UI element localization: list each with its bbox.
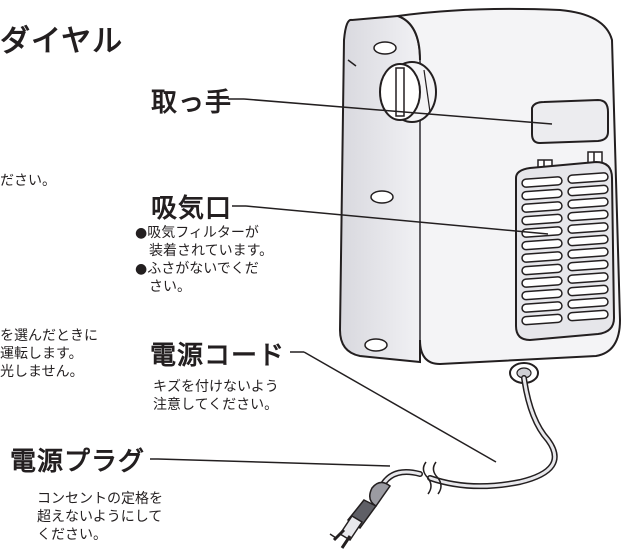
screw-hole-mid — [370, 190, 394, 204]
leader-lines — [157, 98, 553, 467]
vent-slat — [521, 301, 563, 313]
dial-note-fragment: ださい。 — [0, 173, 56, 189]
vent-slat — [567, 222, 609, 234]
leader-cord — [303, 351, 497, 463]
vent-slat — [521, 263, 563, 276]
vent-slat — [567, 247, 609, 259]
vent-slat — [521, 188, 563, 201]
plug-icon — [329, 481, 392, 549]
vent-slat — [567, 297, 609, 309]
label-intake: 吸気口 — [151, 194, 233, 224]
power-cord — [377, 375, 558, 493]
vent-slat — [521, 176, 563, 188]
cord-notes: キズを付けないよう 注意してください。 — [153, 379, 279, 413]
vent-slat — [521, 251, 563, 263]
vent-slat — [567, 272, 609, 284]
vent-slat — [521, 276, 563, 288]
vent-slat — [567, 309, 609, 322]
vent-slat — [521, 226, 563, 238]
vent-slat — [521, 313, 563, 326]
leader-handle — [243, 98, 553, 125]
leader-intake — [245, 205, 549, 235]
intake-notes: ●吸気フィルターが 装着されています。 ●ふさがないでくだ さい。 — [135, 225, 274, 295]
cord-break-icon — [422, 461, 442, 495]
label-power-cord: 電源コード — [150, 341, 286, 371]
vent-slat — [567, 197, 609, 209]
vent-slat — [521, 201, 563, 213]
leader-plug — [157, 458, 391, 467]
vent-slat — [521, 213, 563, 226]
vent-slat — [567, 184, 609, 197]
vent-slat — [521, 238, 563, 251]
vent-slat — [567, 284, 609, 297]
handle-slot-icon — [531, 98, 609, 145]
dial-title-fragment: ダイヤル — [0, 24, 124, 59]
vent-slat — [567, 172, 609, 184]
label-power-plug: 電源プラグ — [10, 447, 146, 477]
screw-hole-bottom — [364, 338, 388, 352]
dial-knob-icon — [379, 61, 437, 123]
vent-slat — [567, 259, 609, 272]
vent-grille-icon — [515, 160, 616, 342]
mode-note-fragment: を選んだときに 運転します。 光しません。 — [0, 328, 98, 380]
vent-slat — [521, 288, 563, 301]
vent-slat — [567, 209, 609, 222]
screw-hole-top — [373, 41, 397, 55]
vent-slat — [567, 234, 609, 247]
plug-notes: コンセントの定格を 超えないようにして ください。 — [37, 491, 163, 543]
label-handle: 取っ手 — [151, 88, 233, 118]
